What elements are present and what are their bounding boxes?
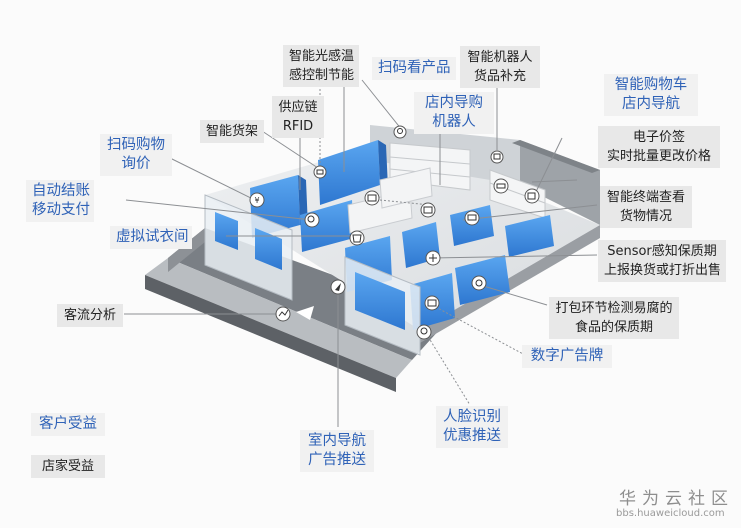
scan-icon bbox=[304, 212, 320, 228]
label-traffic-analysis: 客流分析 bbox=[57, 304, 123, 327]
shirt-icon bbox=[349, 230, 365, 246]
navigation-icon bbox=[330, 279, 346, 295]
label-indoor-nav-ads: 室内导航广告推送 bbox=[300, 430, 374, 472]
label-virtual-fitting: 虚拟试衣间 bbox=[110, 226, 192, 249]
cart-icon bbox=[313, 165, 327, 179]
price-tag-icon bbox=[524, 188, 540, 204]
label-e-price-tag: 电子价签实时批量更改价格 bbox=[598, 126, 720, 168]
label-scan-shop-price: 扫码购物询价 bbox=[100, 134, 172, 176]
robot-guide-icon bbox=[420, 202, 436, 218]
cash-register-icon: ¥ bbox=[249, 192, 265, 208]
scan-box-icon bbox=[364, 190, 380, 206]
expiry-check-icon bbox=[471, 275, 487, 291]
counters bbox=[347, 167, 433, 234]
label-packaging-expiry: 打包环节检测易腐的食品的保质期 bbox=[549, 297, 679, 339]
watermark-title: 华为云社区 bbox=[619, 489, 734, 509]
label-scan-view-product: 扫码看产品 bbox=[372, 57, 456, 80]
label-face-recognition: 人脸识别优惠推送 bbox=[436, 406, 508, 448]
label-self-checkout: 自动结账移动支付 bbox=[26, 180, 94, 222]
legend-merchant-benefit: 店家受益 bbox=[31, 455, 105, 478]
label-store-nav-robot: 店内导购机器人 bbox=[414, 92, 494, 134]
face-icon bbox=[416, 324, 432, 340]
svg-text:¥: ¥ bbox=[254, 196, 259, 205]
cart-shelf-icon bbox=[493, 178, 509, 194]
label-smart-robot-restock: 智能机器人货品补充 bbox=[460, 46, 540, 88]
label-smart-terminal: 智能终端查看货物情况 bbox=[600, 186, 692, 228]
label-smart-cart-nav: 智能购物车店内导航 bbox=[604, 74, 698, 116]
label-smart-shelf: 智能货架 bbox=[200, 120, 264, 143]
label-smart-light-temp: 智能光感温感控制节能 bbox=[283, 45, 359, 87]
label-digital-signage: 数字广告牌 bbox=[522, 345, 612, 368]
signage-icon bbox=[424, 295, 440, 311]
sensor-icon bbox=[425, 250, 441, 266]
callout-lines bbox=[124, 65, 598, 427]
watermark-url: bbs.huaweicloud.com bbox=[616, 508, 725, 519]
robot-icon bbox=[490, 150, 504, 164]
terminal-icon bbox=[464, 210, 480, 226]
legend-customer-benefit: 客户受益 bbox=[31, 413, 105, 436]
lightbulb-icon bbox=[393, 125, 407, 139]
label-sensor-expiry: Sensor感知保质期上报换货或打折出售 bbox=[598, 240, 726, 282]
chart-icon bbox=[275, 306, 291, 322]
glass-front bbox=[204, 194, 421, 356]
